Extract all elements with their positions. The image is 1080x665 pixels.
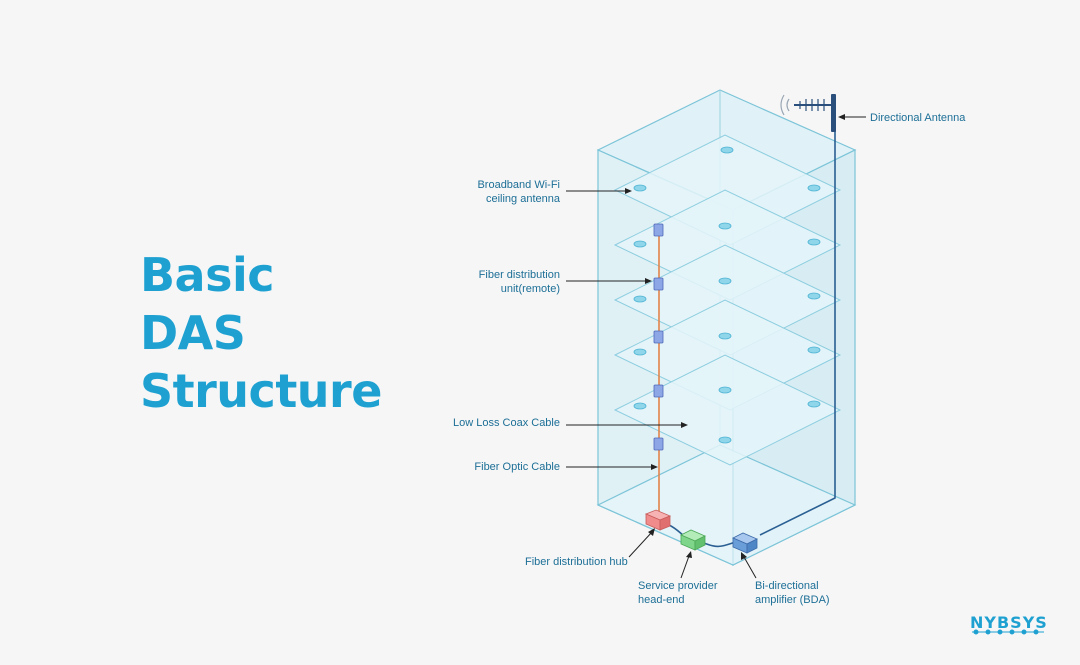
label-fiber-optic: Fiber Optic Cable [474,461,560,473]
label-wifi-antenna: Broadband Wi-Fi ceiling antenna [477,178,560,206]
fdu-remote-icon [653,277,664,291]
ceiling-antenna-icon [718,386,732,394]
floor-slab-5 [613,354,842,466]
fdu-remote-icon [653,384,664,398]
ceiling-antenna-icon [633,295,647,303]
head-end-icon [680,529,706,551]
brand-dots [972,629,1044,635]
label-bda: Bi-directional amplifier (BDA) [755,579,830,607]
ceiling-antenna-icon [718,277,732,285]
fdu-remote-icon [653,223,664,237]
label-bda-line1: Bi-directional [755,580,819,592]
fiber-hub-icon [644,509,672,531]
label-head-end-line1: Service provider [638,580,718,592]
label-head-end-line2: head-end [638,594,685,606]
label-wifi-antenna-line2: ceiling antenna [485,193,560,205]
ceiling-antenna-icon [633,240,647,248]
brand-logo: NYBSYS [970,613,1048,632]
directional-antenna-icon [780,94,836,132]
label-wifi-antenna-line1: Broadband Wi-Fi [477,179,560,191]
ceiling-antenna-icon [807,238,821,246]
label-bda-line2: amplifier (BDA) [755,594,830,606]
ceiling-antenna-icon [718,332,732,340]
callouts [566,114,866,579]
ceiling-antenna-icon [633,184,647,192]
label-directional-antenna: Directional Antenna [870,112,966,124]
title-line-3: Structure [140,364,382,418]
ceiling-antenna-icon [633,348,647,356]
page-title: Basic DAS Structure [140,246,382,420]
ceiling-antenna-icon [720,146,734,154]
ceiling-antenna-icon [807,184,821,192]
label-fdu-remote-line1: Fiber distribution [478,269,560,281]
title-line-1: Basic [140,248,275,302]
fdu-remote-icon [653,330,664,344]
label-coax: Low Loss Coax Cable [452,417,560,429]
bda-icon [732,532,758,554]
fdu-remote-icon [653,437,664,451]
floor-slabs [613,134,842,466]
label-fiber-hub: Fiber distribution hub [525,556,628,568]
label-fdu-remote: Fiber distribution unit(remote) [479,268,560,296]
remote-units [653,223,664,451]
coax-riser-line [759,118,836,536]
ceiling-antenna-icon [718,222,732,230]
ceiling-antennas [633,146,821,444]
ceiling-antenna-icon [807,346,821,354]
ceiling-antenna-icon [807,400,821,408]
ceiling-antenna-icon [807,292,821,300]
ceiling-antenna-icon [633,402,647,410]
label-fdu-remote-line2: unit(remote) [500,283,560,295]
label-head-end: Service provider head-end [638,579,717,607]
ceiling-antenna-icon [718,436,732,444]
title-line-2: DAS [140,306,246,360]
